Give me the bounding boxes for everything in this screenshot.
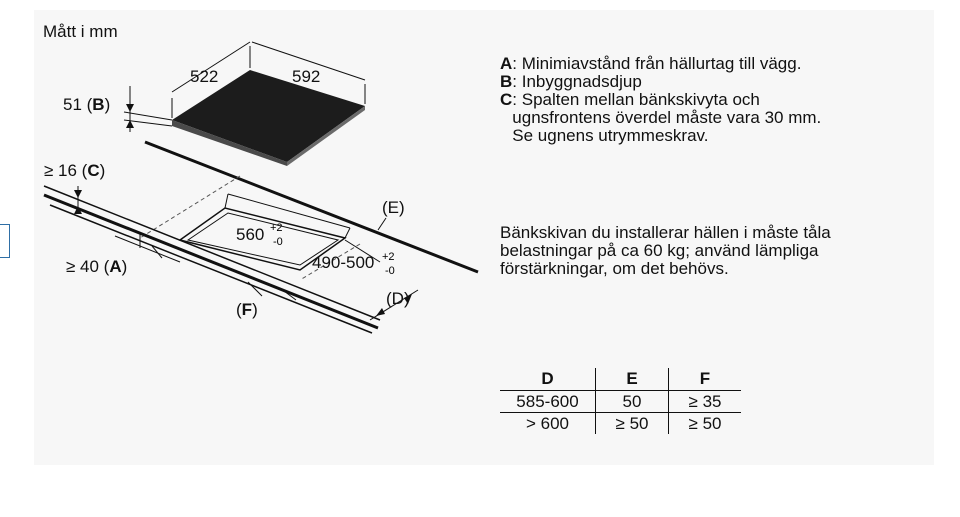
dim-width-label: 522 xyxy=(190,67,218,86)
arrow-icon xyxy=(74,206,82,214)
load-note: Bänkskivan du installerar hällen i måste… xyxy=(500,223,831,278)
dim-a-label: ≥ 40 (A) xyxy=(66,257,127,276)
table-cell: ≥ 50 xyxy=(688,414,722,433)
ext-line xyxy=(123,119,173,127)
dim-depth-label: 592 xyxy=(292,67,320,86)
edge-marker xyxy=(0,224,10,258)
cutout-depth-label: 490-500 xyxy=(312,253,374,272)
dim-line-width xyxy=(171,41,251,93)
ext-line xyxy=(344,227,351,239)
hob-top xyxy=(172,70,365,162)
projection-line xyxy=(139,175,241,239)
dim-line-cutout-width xyxy=(227,193,351,229)
ext-line xyxy=(224,193,229,209)
countertop-front-top xyxy=(43,185,381,321)
hob-edge xyxy=(172,120,287,166)
table-cell: 50 xyxy=(595,390,669,413)
tol-minus-2: -0 xyxy=(385,265,395,277)
table-cell: ≥ 35 xyxy=(668,390,741,413)
arrow-icon xyxy=(126,120,134,128)
projection-line xyxy=(299,243,361,281)
tol-minus: -0 xyxy=(273,236,283,248)
table-cell: > 600 xyxy=(500,412,596,434)
arrow-icon xyxy=(126,104,134,112)
label-e: (E) xyxy=(382,198,405,217)
table-row: 585-600 50 ≥ 35 xyxy=(500,390,741,413)
dimension-table: D E F 585-600 50 ≥ 35 > 600 ≥ 50 ≥ 50 xyxy=(500,368,741,434)
table-header: E xyxy=(595,368,669,391)
dim-line-depth xyxy=(251,41,366,81)
cutout-inner xyxy=(186,212,340,266)
leader-f xyxy=(247,281,263,297)
table-cell: ≥ 50 xyxy=(595,412,669,434)
legend-item-b: B: Inbyggnadsdjup xyxy=(500,72,642,91)
table-row: > 600 ≥ 50 ≥ 50 xyxy=(500,412,741,434)
table-cell: 585-600 xyxy=(500,390,596,413)
countertop-back-edge xyxy=(144,140,479,274)
dim-line-a xyxy=(114,235,181,263)
arrow-icon xyxy=(404,294,412,304)
countertop-front-edge xyxy=(43,193,379,330)
table-header: F xyxy=(668,368,741,391)
cutout-width-label: 560 xyxy=(236,225,264,244)
tol-plus-2: +2 xyxy=(382,251,395,263)
ext-line xyxy=(123,111,173,121)
hob-side xyxy=(287,106,365,166)
label-f: (F) xyxy=(236,300,258,319)
dim-b-label: 51 (B) xyxy=(63,95,110,114)
leader-f xyxy=(279,287,297,301)
arrow-icon xyxy=(376,308,385,316)
dim-line-cutout-depth xyxy=(344,239,381,263)
dim-c-label: ≥ 16 (C) xyxy=(44,161,105,180)
tol-plus: +2 xyxy=(270,222,283,234)
units-label: Mått i mm xyxy=(43,22,118,41)
table-header: D xyxy=(500,368,596,391)
leader-e xyxy=(377,217,387,231)
arrow-icon xyxy=(74,190,82,198)
legend-item-a: A: Minimiavstånd från hällurtag till väg… xyxy=(500,54,802,73)
countertop-front-bottom xyxy=(49,204,373,334)
legend-item-c: C: Spalten mellan bänkskivyta och ugnsfr… xyxy=(500,90,822,145)
legend: A: Minimiavstånd från hällurtag till väg… xyxy=(500,55,930,145)
ext-line xyxy=(151,245,163,259)
label-d: (D) xyxy=(386,289,410,308)
